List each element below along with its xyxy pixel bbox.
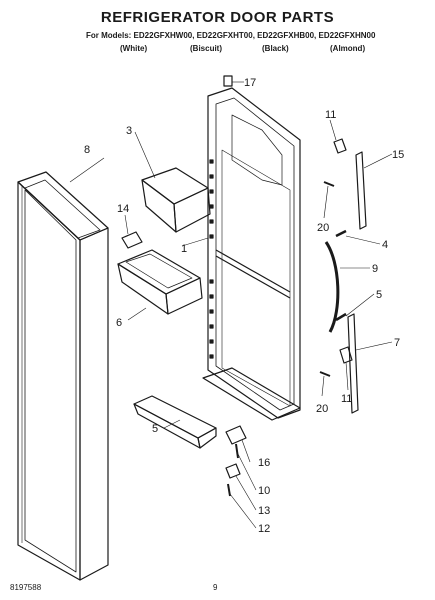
callout-14: 16 bbox=[258, 457, 270, 469]
leader-lines bbox=[69, 81, 393, 529]
color-black: (Black) bbox=[262, 44, 289, 53]
callout-12: 14 bbox=[117, 203, 129, 215]
callout-13: 15 bbox=[392, 149, 404, 161]
callout-5-top: 4 bbox=[382, 239, 388, 251]
screw-upper bbox=[335, 229, 347, 238]
callout-8: 8 bbox=[84, 144, 90, 156]
callout-3: 3 bbox=[126, 125, 132, 137]
door-shelf bbox=[133, 395, 217, 449]
callout-15: 12 bbox=[258, 523, 270, 535]
color-almond: (Almond) bbox=[330, 44, 366, 53]
callout-16: 13 bbox=[258, 505, 270, 517]
trim-lower bbox=[347, 313, 359, 414]
callout-6: 6 bbox=[116, 317, 122, 329]
color-white: (White) bbox=[120, 44, 148, 53]
callout-7: 7 bbox=[394, 337, 400, 349]
hinge-block bbox=[225, 463, 241, 479]
hinge-screw bbox=[223, 75, 233, 87]
models-line: For Models: ED22GFXHW00, ED22GFXHT00, ED… bbox=[86, 31, 376, 40]
callout-4: 5 bbox=[152, 423, 158, 435]
dairy-bin bbox=[117, 249, 203, 315]
callout-17: 17 bbox=[244, 77, 256, 89]
door-handle bbox=[324, 241, 340, 333]
screw-20-lower bbox=[319, 371, 331, 377]
callout-10: 10 bbox=[258, 485, 270, 497]
callout-11-bottom: 11 bbox=[341, 393, 352, 405]
trim-upper bbox=[355, 151, 367, 230]
page-number: 9 bbox=[213, 583, 218, 592]
callout-9: 9 bbox=[372, 263, 378, 275]
callout-5-bottom: 5 bbox=[376, 289, 382, 301]
hinge-screw-lower bbox=[227, 483, 231, 497]
callout-20-bottom: 20 bbox=[316, 403, 328, 415]
hinge-pin bbox=[235, 443, 239, 459]
trim-clip-lower bbox=[339, 346, 353, 364]
part-number: 8197588 bbox=[10, 583, 42, 592]
screw-20-upper bbox=[323, 181, 335, 187]
callout-1: 1 bbox=[181, 243, 187, 255]
callout-11-top: 11 bbox=[325, 109, 336, 121]
page-title: REFRIGERATOR DOOR PARTS bbox=[100, 9, 335, 26]
hinge-bushing bbox=[225, 425, 247, 445]
color-biscuit: (Biscuit) bbox=[190, 44, 222, 53]
clip bbox=[121, 231, 143, 249]
callout-20-top: 20 bbox=[317, 222, 329, 234]
door-gasket bbox=[17, 171, 109, 581]
bin-cover bbox=[141, 167, 211, 233]
trim-clip-upper bbox=[333, 138, 347, 154]
screw-lower bbox=[335, 312, 347, 322]
door-liner bbox=[202, 87, 301, 421]
